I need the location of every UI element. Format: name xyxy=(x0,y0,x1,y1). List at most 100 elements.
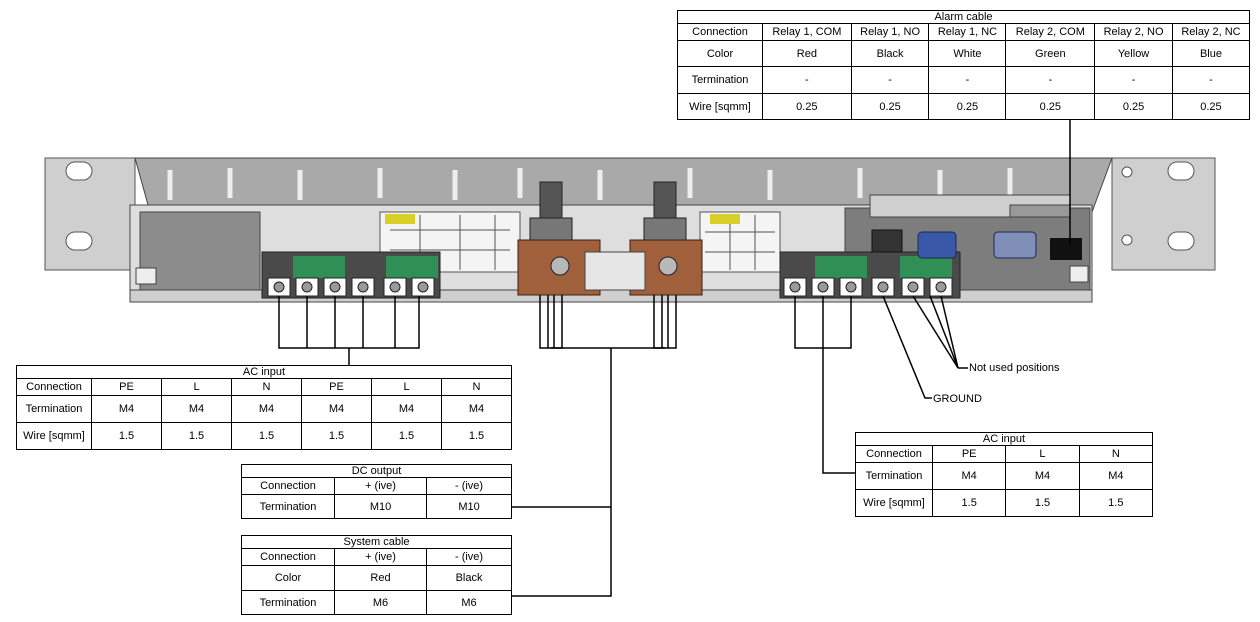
table-row: Wire [sqmm] 0.25 0.25 0.25 0.25 0.25 0.2… xyxy=(677,93,1251,120)
ac-terminal-block-left xyxy=(261,251,441,299)
table-cell: Termination xyxy=(677,66,763,94)
table-row: Termination M4 M4 M4 xyxy=(855,462,1154,490)
table-cell: PE xyxy=(91,378,162,396)
table-cell: Relay 2, NC xyxy=(1171,23,1251,41)
table-cell: Termination xyxy=(241,494,335,519)
not-used-positions-label: Not used positions xyxy=(969,362,1060,374)
table-cell: N xyxy=(231,378,302,396)
table-title: DC output xyxy=(241,464,512,478)
table-row: Termination M4 M4 M4 M4 M4 M4 xyxy=(16,395,512,423)
table-cell: White xyxy=(928,40,1007,67)
table-cell: - xyxy=(928,66,1007,94)
table-cell: L xyxy=(1005,445,1080,463)
table-cell: Yellow xyxy=(1094,40,1173,67)
table-cell: Connection xyxy=(241,548,335,566)
left-rack-ear xyxy=(44,157,136,271)
table-cell: L xyxy=(371,378,442,396)
table-cell: 1.5 xyxy=(371,422,442,450)
table-cell: Black xyxy=(426,565,512,591)
table-title: System cable xyxy=(241,535,512,549)
table-cell: Relay 1, NO xyxy=(850,23,930,41)
table-cell: 0.25 xyxy=(1005,93,1096,120)
table-cell: Wire [sqmm] xyxy=(855,489,933,517)
table-cell: - (ive) xyxy=(426,548,512,566)
table-cell: M4 xyxy=(931,462,1007,490)
table-row: Color Red Black White Green Yellow Blue xyxy=(677,40,1251,67)
table-cell: M4 xyxy=(161,395,232,423)
communication-connectors xyxy=(871,229,1082,260)
table-row: Termination M6 M6 xyxy=(241,590,512,615)
table-row: Wire [sqmm] 1.5 1.5 1.5 1.5 1.5 1.5 xyxy=(16,422,512,450)
table-row: Wire [sqmm] 1.5 1.5 1.5 xyxy=(855,489,1154,517)
table-cell: Color xyxy=(241,565,335,591)
ac-input-table-right: AC input Connection PE L N Termination M… xyxy=(855,432,1154,517)
table-cell: M4 xyxy=(301,395,372,423)
table-cell: Termination xyxy=(241,590,335,615)
table-cell: Blue xyxy=(1171,40,1251,67)
table-cell: Wire [sqmm] xyxy=(677,93,763,120)
table-cell: 1.5 xyxy=(1005,489,1080,517)
table-cell: M6 xyxy=(426,590,512,615)
table-cell: Relay 2, COM xyxy=(1005,23,1096,41)
table-cell: 1.5 xyxy=(931,489,1007,517)
table-cell: M4 xyxy=(1078,462,1154,490)
table-cell: Relay 1, COM xyxy=(762,23,852,41)
table-cell: M10 xyxy=(333,494,428,519)
table-cell: Relay 2, NO xyxy=(1094,23,1173,41)
table-cell: N xyxy=(1078,445,1154,463)
table-cell: 1.5 xyxy=(231,422,302,450)
table-cell: Red xyxy=(762,40,852,67)
table-row: Termination M10 M10 xyxy=(241,494,512,519)
table-cell: N xyxy=(441,378,512,396)
table-cell: 1.5 xyxy=(301,422,372,450)
dc-output-busbars xyxy=(517,181,703,296)
table-cell: Connection xyxy=(241,477,335,495)
table-cell: - xyxy=(1094,66,1173,94)
table-title: Alarm cable xyxy=(677,10,1250,24)
table-cell: Red xyxy=(333,565,428,591)
table-cell: - xyxy=(1005,66,1096,94)
table-cell: Connection xyxy=(16,378,92,396)
chassis-top xyxy=(134,157,1113,213)
table-cell: - xyxy=(1171,66,1251,94)
table-cell: PE xyxy=(931,445,1007,463)
right-rack-ear xyxy=(1111,157,1216,271)
table-cell: + (ive) xyxy=(333,477,428,495)
table-cell: 1.5 xyxy=(161,422,232,450)
table-row: Color Red Black xyxy=(241,565,512,591)
table-cell: 0.25 xyxy=(1094,93,1173,120)
table-cell: Color xyxy=(677,40,763,67)
table-cell: Relay 1, NC xyxy=(928,23,1007,41)
table-cell: Green xyxy=(1005,40,1096,67)
table-cell: - (ive) xyxy=(426,477,512,495)
table-cell: 1.5 xyxy=(441,422,512,450)
table-cell: + (ive) xyxy=(333,548,428,566)
ac-input-table-left: AC input Connection PE L N PE L N Termin… xyxy=(16,365,512,450)
table-title: AC input xyxy=(855,432,1153,446)
table-cell: M6 xyxy=(333,590,428,615)
table-cell: - xyxy=(762,66,852,94)
table-cell: M4 xyxy=(231,395,302,423)
table-cell: Black xyxy=(850,40,930,67)
table-cell: PE xyxy=(301,378,372,396)
table-cell: - xyxy=(850,66,930,94)
table-cell: 1.5 xyxy=(91,422,162,450)
table-cell: Termination xyxy=(855,462,933,490)
table-title: AC input xyxy=(16,365,512,379)
table-cell: M4 xyxy=(371,395,442,423)
alarm-cable-table: Alarm cable Connection Relay 1, COM Rela… xyxy=(677,10,1251,120)
table-cell: Termination xyxy=(16,395,92,423)
leader-lines xyxy=(278,118,1071,597)
table-cell: 0.25 xyxy=(762,93,852,120)
table-cell: Connection xyxy=(855,445,933,463)
table-cell: 0.25 xyxy=(850,93,930,120)
table-cell: Connection xyxy=(677,23,763,41)
system-cable-table: System cable Connection + (ive) - (ive) … xyxy=(241,535,512,615)
table-cell: M10 xyxy=(426,494,512,519)
table-cell: 1.5 xyxy=(1078,489,1154,517)
table-cell: 0.25 xyxy=(1171,93,1251,120)
table-row: Termination - - - - - - xyxy=(677,66,1251,94)
table-cell: Wire [sqmm] xyxy=(16,422,92,450)
dc-output-table: DC output Connection + (ive) - (ive) Ter… xyxy=(241,464,512,519)
